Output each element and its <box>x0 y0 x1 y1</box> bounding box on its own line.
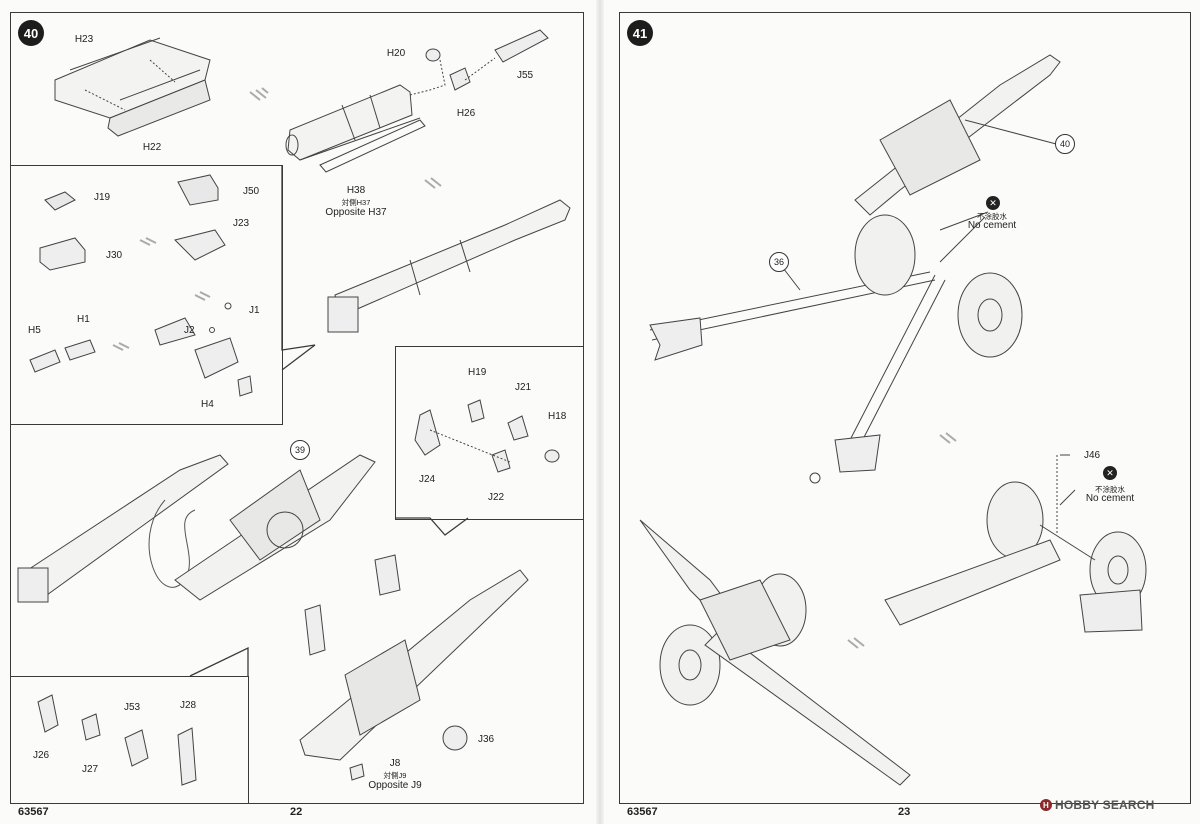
howitzer-assembly-bottom-right <box>884 455 1147 633</box>
sub-assembly-frame-right <box>395 346 583 520</box>
label-j8: J8 <box>389 758 401 769</box>
part-h18 <box>544 449 560 463</box>
hobby-search-logo-icon: H <box>1040 799 1052 811</box>
sub-assembly-frame-bottom <box>10 676 249 803</box>
step-40-badge: 40 <box>18 20 44 46</box>
part-j50 <box>177 174 219 206</box>
label-j9-cn: 対側J9 <box>383 771 407 780</box>
part-j19 <box>44 191 76 211</box>
right-footer-code: 63567 <box>627 806 658 818</box>
label-h37-cn: 対側H37 <box>341 198 371 207</box>
label-h5: H5 <box>28 325 41 336</box>
no-cement-cn-upper: 不涂胶水 <box>977 212 1007 221</box>
no-cement-icon-lower: ✕ <box>1103 466 1117 480</box>
page-gutter <box>596 0 604 824</box>
label-j55: J55 <box>516 70 534 81</box>
part-j36 <box>442 725 468 751</box>
hobby-search-watermark: H HOBBY SEARCH <box>1040 798 1155 812</box>
label-j22: J22 <box>488 492 505 503</box>
barrel-assembly-complete <box>327 199 571 333</box>
part-j26 <box>37 694 59 733</box>
label-j1: J1 <box>249 305 260 316</box>
reference-step-39: 39 <box>290 440 310 460</box>
watermark-text: HOBBY SEARCH <box>1055 798 1155 812</box>
label-h4: H4 <box>201 399 214 410</box>
barrel-lower-left <box>17 454 229 603</box>
no-cement-cn-lower: 不涂胶水 <box>1095 485 1125 494</box>
reference-step-36: 36 <box>769 252 789 272</box>
assembly-j1-j2 <box>194 337 239 379</box>
label-j46: J46 <box>1084 450 1101 461</box>
left-footer-code: 63567 <box>18 806 49 818</box>
label-j9-en: Opposite J9 <box>368 780 422 791</box>
label-j21: J21 <box>515 382 532 393</box>
part-j27 <box>81 713 101 741</box>
label-j53: J53 <box>124 702 141 713</box>
step-41-badge: 41 <box>627 20 653 46</box>
part-h1 <box>64 339 96 361</box>
right-page-number: 23 <box>898 806 911 818</box>
label-h20: H20 <box>386 48 406 59</box>
label-h22: H22 <box>142 142 162 153</box>
label-h19: H19 <box>468 367 487 378</box>
label-h38: H38 <box>346 185 366 196</box>
step-40-frame <box>10 12 584 804</box>
assembly-j23-j30 <box>174 229 226 261</box>
cradle-h23-h22 <box>54 37 211 137</box>
part-j22 <box>491 449 511 473</box>
label-h1: H1 <box>77 314 90 325</box>
no-cement-en-lower: No cement <box>1085 493 1135 504</box>
part-h26 <box>449 67 471 91</box>
part-j53 <box>124 729 149 767</box>
part-j24 <box>414 409 441 456</box>
part-j30 <box>39 237 86 271</box>
left-page-number: 22 <box>290 806 303 818</box>
label-j24: J24 <box>419 474 436 485</box>
step-41-frame <box>619 12 1191 804</box>
label-h23: H23 <box>74 34 94 45</box>
part-h19 <box>467 399 485 423</box>
part-h20 <box>425 48 441 62</box>
label-h26: H26 <box>456 108 476 119</box>
label-j2: J2 <box>184 325 195 336</box>
part-h5 <box>29 349 61 373</box>
label-j36: J36 <box>478 734 495 745</box>
label-j50: J50 <box>243 186 260 197</box>
label-h18: H18 <box>548 411 567 422</box>
howitzer-assembly-top <box>649 54 1061 484</box>
part-h4 <box>237 375 253 397</box>
part-j28 <box>177 727 197 786</box>
label-j30: J30 <box>106 250 123 261</box>
label-j26: J26 <box>33 750 50 761</box>
label-j23: J23 <box>233 218 250 229</box>
gun-assembly-bottom <box>299 554 529 781</box>
part-j55 <box>494 29 549 63</box>
no-cement-icon: ✕ <box>986 196 1000 210</box>
label-j19: J19 <box>94 192 111 203</box>
reference-step-40: 40 <box>1055 134 1075 154</box>
label-j27: J27 <box>82 764 99 775</box>
part-j21 <box>507 415 529 441</box>
no-cement-en-upper: No cement <box>967 220 1017 231</box>
howitzer-assembly-bottom-left <box>639 519 911 786</box>
label-h37-en: Opposite H37 <box>325 207 387 218</box>
carriage-39 <box>174 454 376 601</box>
label-j28: J28 <box>180 700 197 711</box>
barrel-assembly-h38 <box>285 84 426 173</box>
